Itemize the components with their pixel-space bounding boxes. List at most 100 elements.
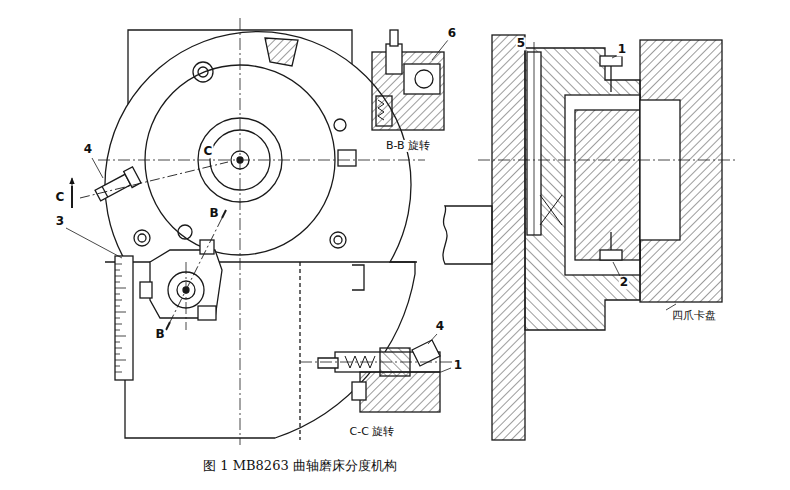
section-c-c [300,362,455,363]
bolt-1 [600,56,622,66]
center-line [98,160,425,161]
clamp [352,265,364,290]
section-b-b [390,30,398,46]
section-label: B [208,207,219,220]
leader-line [612,56,676,310]
bolt [138,234,146,242]
section-label: C [203,145,214,158]
callout-number: 6 [447,27,457,40]
scale-ticks [115,264,122,265]
scale-ticks [115,282,120,283]
bolt [334,119,346,131]
scale-ticks [115,270,120,271]
scale-ticks [115,354,120,355]
figure-caption: 图 1 MB8263 曲轴磨床分度机构 [203,458,397,474]
pin-5 [527,52,541,235]
leader-line [428,334,437,344]
leader-line [92,158,103,178]
leader-line [612,56,616,58]
callout-number: 1 [617,43,627,56]
scale-ticks [115,372,122,373]
section-mark [222,210,226,218]
scale-ticks [115,342,120,343]
callout-number: 4 [83,143,93,156]
hub-bore [565,95,640,275]
locating-assembly [140,240,222,320]
scale-ticks [115,324,122,325]
section-c-c [300,334,455,412]
side-section-view [610,66,611,92]
scale-ticks [115,306,120,307]
leader-line [613,262,620,276]
scale-ticks [115,348,122,349]
scale-ticks [115,276,122,277]
mark [299,438,300,440]
leader-line [66,228,122,258]
leader-line [432,40,448,60]
section-c-c [360,372,440,412]
hidden-line [299,262,300,438]
notch-section [265,38,298,66]
scale-ticks [115,318,120,319]
center-line [240,18,241,445]
scale-ticks [115,366,120,367]
scale-ticks [115,360,126,361]
scale-ticks [115,264,126,372]
section-line-c [80,162,228,198]
callout-number: 3 [55,215,65,228]
indexing-body [525,48,640,330]
section-b-b [372,30,448,130]
scale-ticks [115,336,126,337]
side-section-view [540,195,562,225]
section-c-c [352,382,366,400]
scale-ticks [115,294,120,295]
section-label: B-B 旋转 [385,140,431,152]
locating-assembly [140,282,152,298]
four-jaw-chuck [640,40,722,302]
bolt [334,236,342,244]
bolt [178,225,192,239]
plug [338,150,356,166]
section-b-b [386,44,402,74]
chuck-recess [640,100,680,240]
side-section-view [534,52,535,235]
scale-ruler [115,256,133,380]
callout-number: 4 [435,320,445,333]
bolt [330,232,346,248]
section-c-c [318,358,338,368]
scale-ticks [115,288,126,289]
center-line [478,160,735,161]
callout-number: 1 [453,359,463,372]
callout-number: 2 [619,276,629,289]
section-b-b [404,64,440,94]
center-line [534,42,535,52]
center-line [186,262,187,330]
leader-line [441,368,451,372]
section-b-b [378,100,384,120]
index-pin-4 [124,167,141,188]
callout-number: 5 [516,37,526,50]
scale-ticks [115,312,126,313]
face-plate [492,35,525,440]
spindle [575,110,640,260]
section-label: C-C 旋转 [349,426,396,438]
section-arrow [72,178,73,198]
section-label: 四爪卡盘 [671,310,717,322]
scale-ticks [115,300,122,301]
leader-line [66,158,122,258]
section-mark [166,322,170,330]
section-b-b [415,70,433,88]
index-pin-4 [95,174,131,201]
bolt [193,62,213,82]
section-b-b [376,96,392,126]
side-section-view [540,195,562,225]
section-label: B [154,328,165,341]
bolt-2 [600,250,622,260]
center-line [478,42,735,160]
section-b-b [372,52,444,130]
scale-ticks [115,330,120,331]
section-line-b [170,218,222,322]
side-section-view [610,232,611,250]
